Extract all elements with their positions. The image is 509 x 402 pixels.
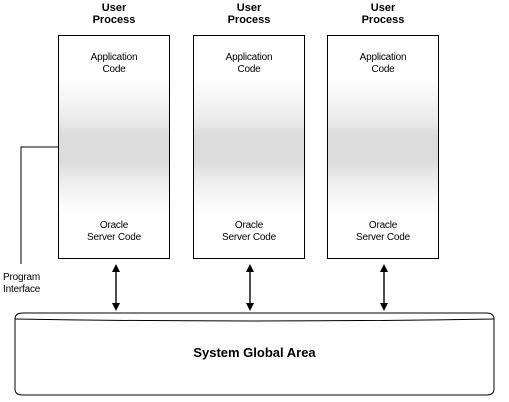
oracle-server-code-line2: Server Code bbox=[356, 232, 410, 243]
oracle-server-code-label: Oracle Server Code bbox=[194, 220, 304, 244]
process-title-1: User Process bbox=[58, 2, 170, 26]
application-code-line1: Application bbox=[359, 52, 407, 63]
sga-container bbox=[14, 312, 495, 396]
program-interface-line2: Interface bbox=[3, 284, 41, 295]
application-code-line2: Code bbox=[237, 64, 261, 75]
process-title-line2: Process bbox=[361, 14, 405, 26]
sga-top-edge bbox=[14, 318, 495, 322]
process-title-line2: Process bbox=[92, 14, 136, 26]
process-title-line1: User bbox=[236, 2, 262, 14]
oracle-server-code-line1: Oracle bbox=[234, 220, 264, 231]
process-title-line2: Process bbox=[227, 14, 271, 26]
process-title-line1: User bbox=[370, 2, 396, 14]
application-code-line2: Code bbox=[102, 64, 126, 75]
oracle-server-code-line2: Server Code bbox=[222, 232, 276, 243]
application-code-line1: Application bbox=[225, 52, 273, 63]
application-code-label: Application Code bbox=[194, 52, 304, 76]
application-code-label: Application Code bbox=[328, 52, 438, 76]
program-interface-bracket bbox=[20, 146, 58, 264]
application-code-line2: Code bbox=[371, 64, 395, 75]
user-process-box-1: Application Code Oracle Server Code bbox=[58, 35, 170, 259]
oracle-server-code-label: Oracle Server Code bbox=[328, 220, 438, 244]
process-title-3: User Process bbox=[327, 2, 439, 26]
program-interface-line1: Program bbox=[3, 272, 40, 283]
oracle-server-code-line2: Server Code bbox=[87, 232, 141, 243]
program-interface-label: Program Interface bbox=[3, 272, 40, 296]
oracle-server-code-line1: Oracle bbox=[99, 220, 129, 231]
application-code-label: Application Code bbox=[59, 52, 169, 76]
oracle-server-code-line1: Oracle bbox=[368, 220, 398, 231]
process-title-2: User Process bbox=[193, 2, 305, 26]
oracle-server-code-label: Oracle Server Code bbox=[59, 220, 169, 244]
system-global-area-label: System Global Area bbox=[193, 345, 316, 360]
user-process-box-3: Application Code Oracle Server Code bbox=[327, 35, 439, 259]
application-code-line1: Application bbox=[90, 52, 138, 63]
user-process-box-2: Application Code Oracle Server Code bbox=[193, 35, 305, 259]
process-title-line1: User bbox=[101, 2, 127, 14]
